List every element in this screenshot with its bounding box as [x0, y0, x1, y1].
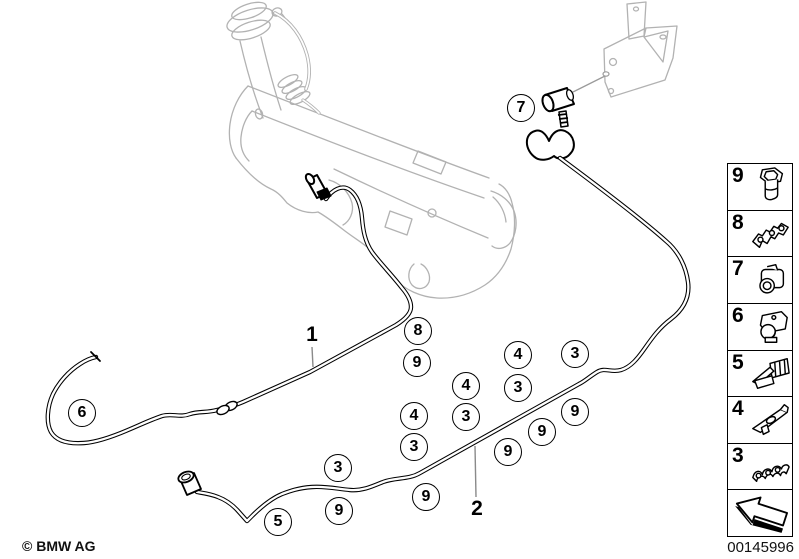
- part-number-label: 2: [471, 497, 483, 520]
- callout-number: 5: [273, 513, 283, 530]
- direction-arrow-icon: [735, 496, 788, 534]
- part-callout[interactable]: 3: [561, 340, 589, 368]
- pipe-clip-icon: [759, 264, 785, 294]
- legend-number: 6: [732, 303, 744, 327]
- lever-clip-icon: [752, 358, 790, 390]
- callout-number: 3: [409, 438, 419, 455]
- part-callout[interactable]: 5: [264, 508, 292, 536]
- mounting-leader-line: [566, 71, 610, 96]
- part-callout[interactable]: 8: [404, 317, 432, 345]
- fuel-pipe-2: [194, 155, 691, 524]
- legend-number: 9: [732, 164, 744, 187]
- part-callout[interactable]: 4: [504, 341, 532, 369]
- part-callout[interactable]: 4: [400, 402, 428, 430]
- legend-number: 3: [732, 443, 744, 467]
- legend-item-4[interactable]: 4: [728, 397, 792, 444]
- part-callout[interactable]: 9: [412, 483, 440, 511]
- part-callout[interactable]: 9: [325, 497, 353, 525]
- part-callout[interactable]: 9: [403, 349, 431, 377]
- part-callout[interactable]: 9: [561, 398, 589, 426]
- legend-number: 4: [732, 397, 744, 421]
- vent-pipe-1: [45, 185, 414, 446]
- legend-item-5[interactable]: 5: [728, 350, 792, 398]
- callout-number: 9: [334, 502, 344, 519]
- legend-item-8[interactable]: 8: [728, 210, 792, 258]
- part-callout[interactable]: 3: [504, 374, 532, 402]
- legend-number: 5: [732, 350, 744, 374]
- corrugated-clamp-icon: [752, 463, 790, 482]
- fuel-tank-outline: [226, 1, 517, 299]
- parts-legend-sidebar: 9 8 7: [727, 163, 793, 537]
- part-callout[interactable]: 3: [452, 403, 480, 431]
- part-callout[interactable]: 3: [400, 433, 428, 461]
- callout-number: 3: [513, 379, 523, 396]
- legend-item-3[interactable]: 3: [728, 443, 792, 491]
- part-callout[interactable]: 9: [528, 418, 556, 446]
- part-callout[interactable]: 7: [507, 94, 535, 122]
- part-number-label: 1: [306, 323, 318, 346]
- callout-number: 9: [570, 403, 580, 420]
- callout-number: 3: [570, 345, 580, 362]
- inline-connector: [216, 400, 238, 416]
- legend-item-direction[interactable]: [728, 490, 792, 536]
- legend-item-7[interactable]: 7: [728, 257, 792, 304]
- legend-number: 7: [732, 257, 744, 281]
- carbon-canister-bracket: [603, 1, 678, 98]
- part-label-leaders: [311, 346, 477, 498]
- callout-number: 7: [516, 99, 526, 116]
- callout-number: 3: [461, 408, 471, 425]
- bolt-icon: [759, 167, 784, 201]
- part-callout[interactable]: 9: [494, 438, 522, 466]
- callout-number: 3: [333, 459, 343, 476]
- legend-number: 8: [732, 210, 744, 234]
- copyright-text: © BMW AG: [22, 538, 96, 554]
- holder-clip-icon: [759, 310, 788, 343]
- callout-number: 9: [421, 488, 431, 505]
- bracket-strip-icon: [752, 403, 789, 435]
- legend-item-9[interactable]: 9: [728, 164, 792, 211]
- pipe-end-fitting: [177, 470, 202, 496]
- tank-fitting: [304, 172, 332, 201]
- callout-number: 6: [77, 404, 87, 421]
- filler-vent-hose: [273, 11, 321, 115]
- part-callout[interactable]: 3: [324, 454, 352, 482]
- callout-number: 9: [503, 443, 513, 460]
- callout-number: 4: [461, 377, 471, 394]
- callout-number: 8: [413, 322, 423, 339]
- legend-item-6[interactable]: 6: [728, 303, 792, 351]
- document-number: 00145996: [727, 539, 794, 556]
- vent-valve: [541, 87, 575, 128]
- callout-number: 4: [409, 407, 419, 424]
- callout-number: 4: [513, 346, 523, 363]
- part-callout[interactable]: 4: [452, 372, 480, 400]
- part-callout[interactable]: 6: [68, 399, 96, 427]
- multi-line-clamp-icon: [752, 223, 789, 249]
- callout-number: 9: [537, 423, 547, 440]
- valve-retaining-clip: [525, 129, 575, 161]
- callout-number: 9: [412, 354, 422, 371]
